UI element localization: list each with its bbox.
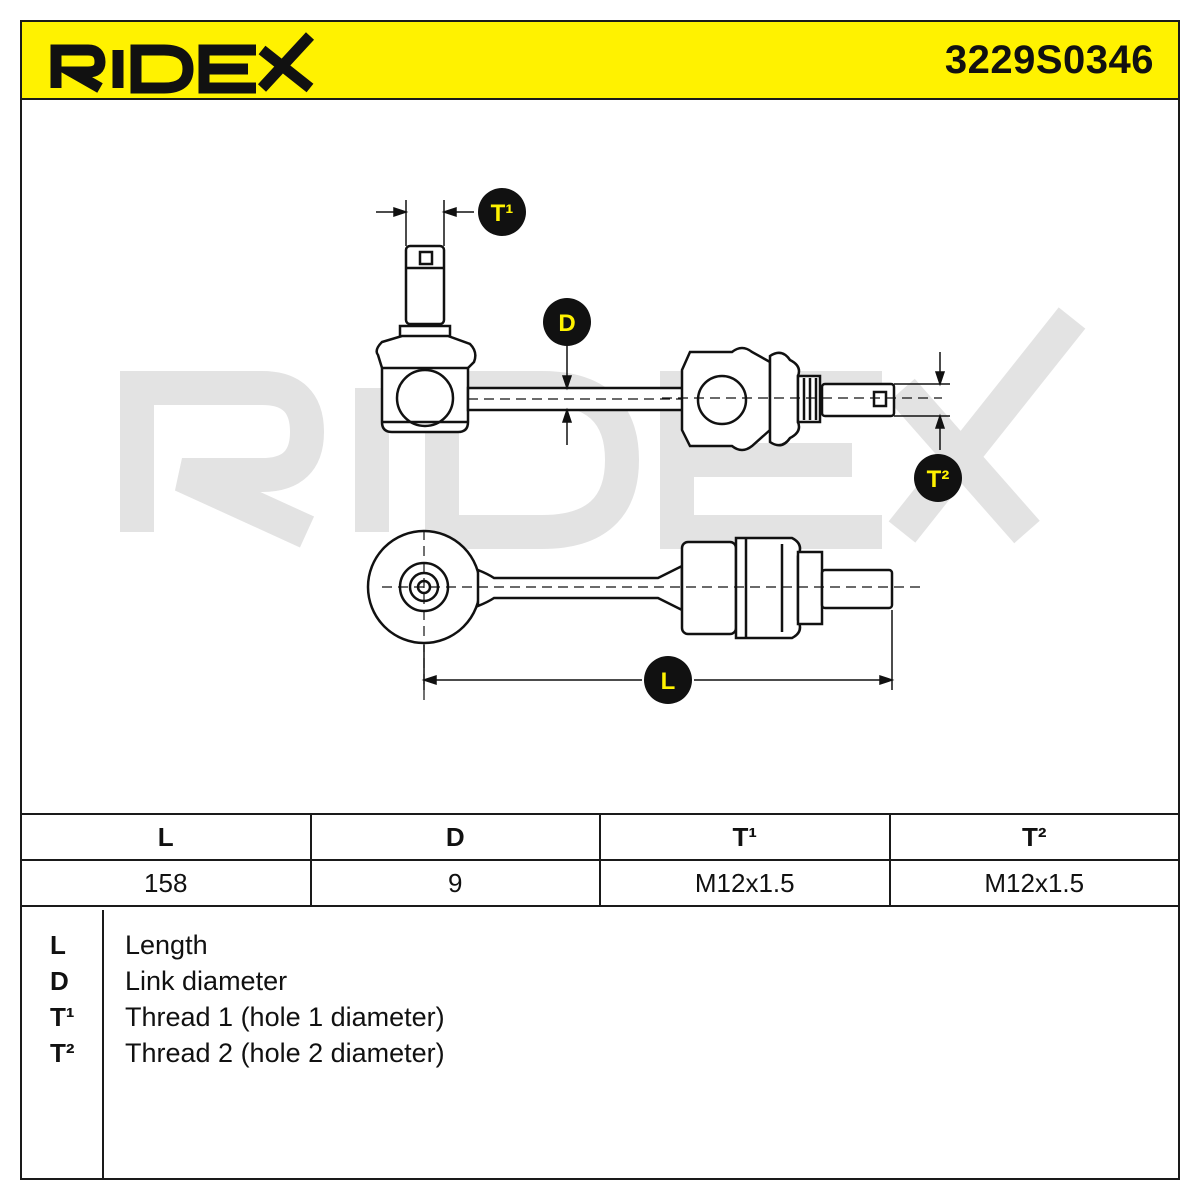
spec-header-l: L [20,813,312,861]
d-dimension [561,340,573,445]
legend-text: Link diameter [125,966,288,996]
legend-key: D [50,966,69,996]
t1-badge [478,188,526,236]
t2-badge [914,454,962,502]
spec-header-t2: T² [888,813,1180,861]
legend-key: L [50,930,66,960]
legend-item: L Length [22,930,1178,966]
spec-value-l: 158 [20,859,312,907]
legend-key: T¹ [50,1002,75,1032]
top-view-link [375,244,942,452]
part-number: 3229S0346 [944,38,1154,82]
spec-header-row: L D T¹ T² [20,813,1180,861]
l-dimension [421,610,895,690]
header-bar: 3229S0346 [20,20,1180,100]
legend-text: Length [125,930,208,960]
t1-dimension [376,200,474,246]
spec-table: L D T¹ T² 158 9 M12x1.5 M12x1.5 [20,813,1180,907]
spec-value-t2: M12x1.5 [888,859,1180,907]
legend-text: Thread 1 (hole 1 diameter) [125,1002,445,1032]
spec-value-d: 9 [309,859,601,907]
legend-divider [102,910,104,1178]
t2-label: T² [927,466,950,493]
technical-drawing: T¹ D T² [22,100,1178,812]
legend: L Length D Link diameter T¹ Thread 1 (ho… [20,910,1180,1180]
spec-value-t1: M12x1.5 [599,859,891,907]
d-badge [543,298,591,346]
spec-header-d: D [309,813,601,861]
l-badge [644,656,692,704]
legend-text: Thread 2 (hole 2 diameter) [125,1038,445,1068]
spec-value-row: 158 9 M12x1.5 M12x1.5 [20,859,1180,907]
legend-item: T² Thread 2 (hole 2 diameter) [22,1038,1178,1074]
side-view-link [366,529,922,700]
t2-dimension [894,352,950,450]
legend-item: T¹ Thread 1 (hole 1 diameter) [22,1002,1178,1038]
d-label: D [558,310,575,337]
t1-label: T¹ [491,200,514,227]
spec-header-t1: T¹ [599,813,891,861]
brand-logo [48,28,318,99]
legend-key: T² [50,1038,75,1068]
l-label: L [661,668,676,695]
legend-item: D Link diameter [22,966,1178,1002]
